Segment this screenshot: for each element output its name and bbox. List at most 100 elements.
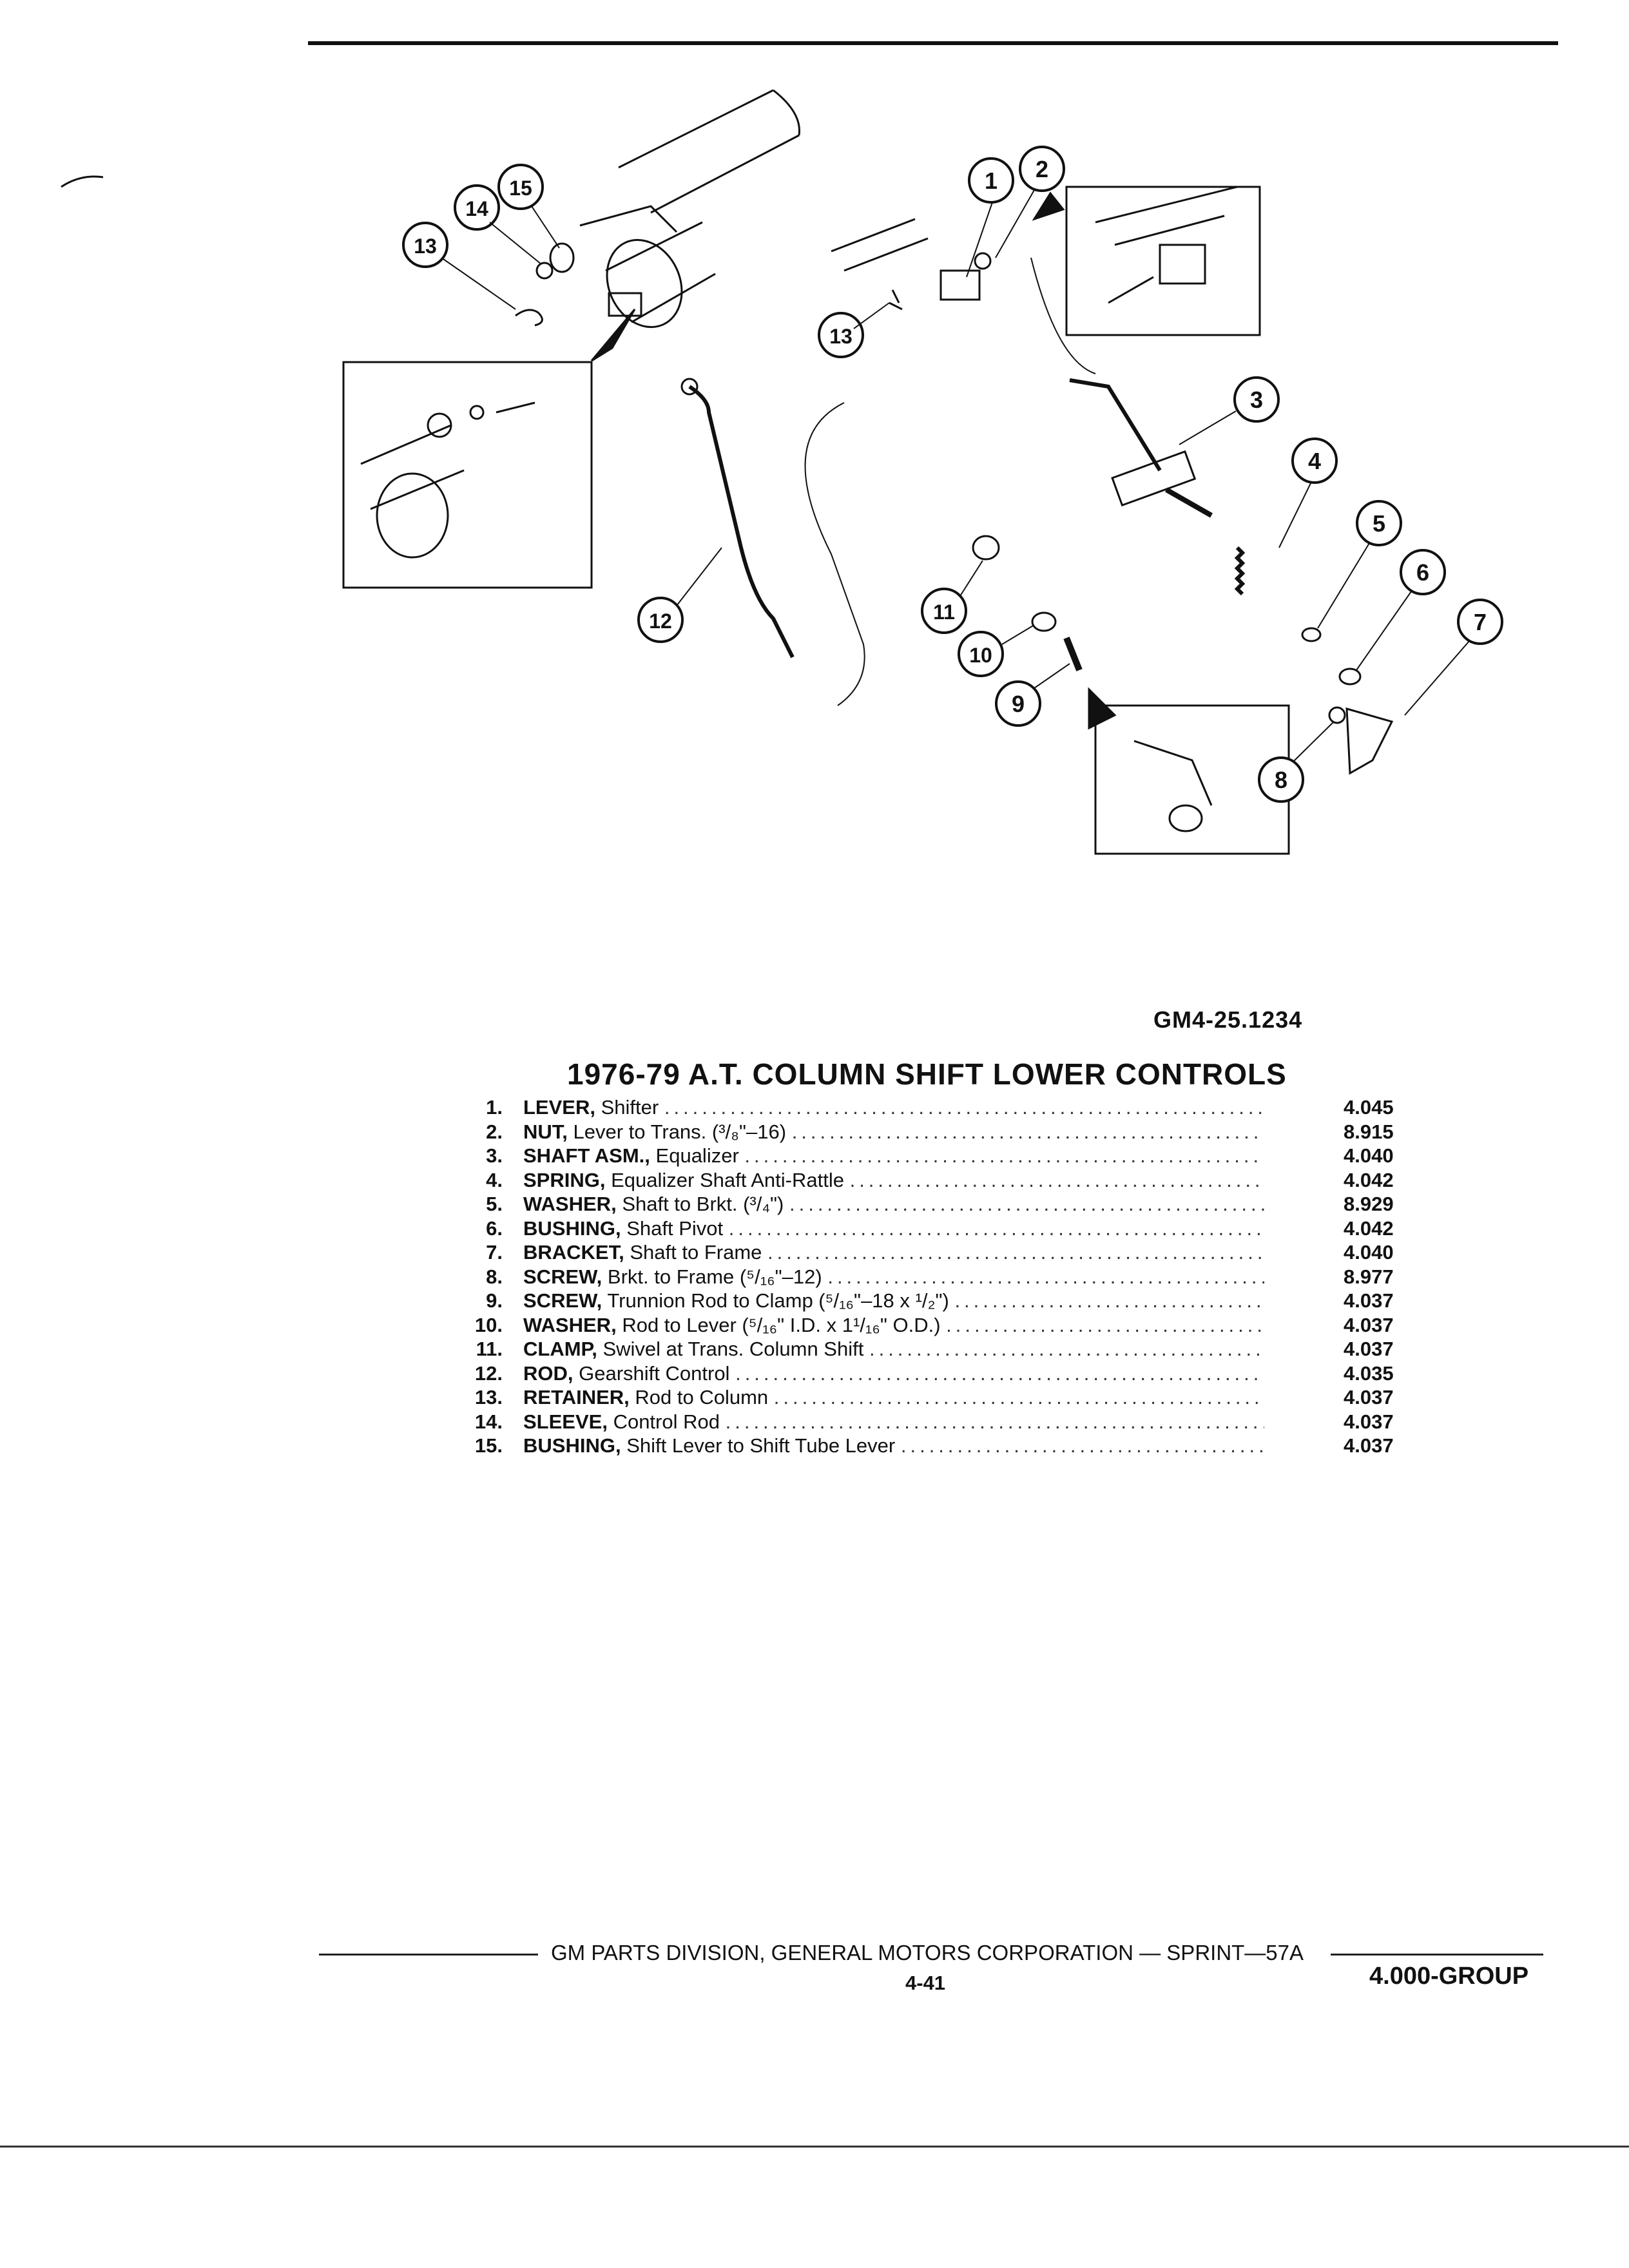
dot-leader: ........................................…: [664, 1096, 1264, 1119]
svg-text:9: 9: [1012, 691, 1025, 717]
dot-leader: ........................................…: [954, 1289, 1264, 1312]
parts-row: 15.BUSHING, Shift Lever to Shift Tube Le…: [451, 1434, 1418, 1458]
part-group-code: 4.045: [1344, 1096, 1394, 1119]
part-group-code: 8.915: [1344, 1120, 1394, 1143]
part-name: RETAINER,: [523, 1386, 630, 1408]
part-group-code: 4.037: [1344, 1289, 1394, 1312]
part-description: WASHER, Rod to Lever (⁵/₁₆" I.D. x 1¹/₁₆…: [523, 1313, 1264, 1338]
parts-row: 5. WASHER, Shaft to Brkt. (³/₄") ........…: [451, 1192, 1418, 1216]
part-name: WASHER,: [523, 1193, 617, 1215]
dot-leader: ........................................…: [728, 1216, 1264, 1240]
footer-text: GM PARTS DIVISION, GENERAL MOTORS CORPOR…: [551, 1941, 1304, 1965]
svg-text:5: 5: [1373, 510, 1385, 537]
part-detail: Control Rod: [613, 1410, 720, 1433]
parts-row: 6.BUSHING, Shaft Pivot .................…: [451, 1216, 1418, 1241]
margin-mark: [61, 175, 104, 188]
spring: [1234, 546, 1246, 596]
callout-12: 12: [637, 597, 684, 643]
callout-5: 5: [1356, 500, 1402, 546]
part-group-code: 4.042: [1344, 1168, 1394, 1191]
svg-text:11: 11: [933, 601, 955, 624]
parts-row: 2. NUT, Lever to Trans. (³/₈"–16) .......…: [451, 1120, 1418, 1144]
part-detail: Brkt. to Frame (⁵/₁₆"–12): [607, 1265, 822, 1288]
callout-15: 15: [497, 164, 544, 210]
part-number: 1.: [486, 1096, 503, 1119]
parts-row: 11.CLAMP, Swivel at Trans. Column Shift …: [451, 1337, 1418, 1361]
callout-1: 1: [968, 157, 1014, 204]
part-number: 13.: [474, 1386, 503, 1408]
page-title: 1976-79 A.T. COLUMN SHIFT LOWER CONTROLS: [567, 1057, 1287, 1091]
callout-9: 9: [995, 680, 1041, 727]
bracket: [1345, 707, 1394, 775]
svg-text:13: 13: [414, 235, 437, 258]
part-description: WASHER, Shaft to Brkt. (³/₄") ..........…: [523, 1192, 1264, 1216]
part-group-code: 8.977: [1344, 1265, 1394, 1288]
parts-list: 1. LEVER, Shifter .......................…: [451, 1095, 1418, 1458]
part-number: 2.: [486, 1120, 503, 1143]
svg-text:15: 15: [509, 177, 532, 200]
part-name: CLAMP,: [523, 1338, 597, 1360]
part-detail: Rod to Column: [635, 1386, 769, 1408]
part-group-code: 4.037: [1344, 1386, 1394, 1408]
parts-row: 10.WASHER, Rod to Lever (⁵/₁₆" I.D. x 1¹…: [451, 1313, 1418, 1338]
bushing: [1338, 668, 1362, 686]
part-detail: Shaft Pivot: [626, 1216, 724, 1240]
parts-row: 8. SCREW, Brkt. to Frame (⁵/₁₆"–12) .....…: [451, 1265, 1418, 1289]
dot-leader: ........................................…: [789, 1193, 1264, 1215]
parts-row: 4.SPRING, Equalizer Shaft Anti-Rattle ..…: [451, 1168, 1418, 1193]
part-name: SHAFT ASM.,: [523, 1144, 650, 1167]
part-description: LEVER, Shifter .........................…: [523, 1095, 1264, 1120]
part-group-code: 4.037: [1344, 1434, 1394, 1457]
part-description: BRACKET, Shaft to Frame ................…: [523, 1240, 1264, 1265]
part-number: 15.: [474, 1434, 503, 1457]
part-detail: Equalizer Shaft Anti-Rattle: [611, 1168, 844, 1191]
part-description: SCREW, Brkt. to Frame (⁵/₁₆"–12) .......…: [523, 1265, 1264, 1289]
parts-row: 1. LEVER, Shifter .......................…: [451, 1095, 1418, 1120]
shifter-lever-assembly: [831, 218, 992, 311]
svg-text:1: 1: [985, 168, 998, 194]
part-number: 8.: [486, 1265, 503, 1288]
dot-leader: ........................................…: [827, 1265, 1264, 1288]
footer-rule-right: [1331, 1954, 1543, 1956]
parts-row: 9.SCREW, Trunnion Rod to Clamp (⁵/₁₆"–18…: [451, 1289, 1418, 1313]
callout-3: 3: [1233, 376, 1280, 423]
svg-text:3: 3: [1250, 387, 1263, 413]
washer: [1301, 627, 1322, 642]
dot-leader: ........................................…: [900, 1434, 1264, 1457]
part-group-code: 4.040: [1344, 1144, 1394, 1167]
part-group-code: 4.042: [1344, 1216, 1394, 1240]
parts-row: 12.ROD, Gearshift Control ..............…: [451, 1361, 1418, 1386]
part-detail: Shaft to Brkt. (³/₄"): [622, 1193, 784, 1215]
dot-leader: ........................................…: [946, 1313, 1264, 1336]
callout-14: 14: [454, 184, 500, 231]
part-detail: Shaft to Frame: [630, 1241, 762, 1264]
exploded-parts-diagram: 1 2 3 4 5 6 7 8 9 10 11 12 13 13 14 15: [61, 89, 1503, 855]
part-name: SCREW,: [523, 1289, 602, 1312]
part-name: WASHER,: [523, 1313, 617, 1336]
dot-leader: ........................................…: [791, 1120, 1264, 1143]
bottom-rule: [0, 2146, 1629, 2148]
part-number: 14.: [474, 1410, 503, 1433]
part-description: CLAMP, Swivel at Trans. Column Shift ...…: [523, 1337, 1264, 1361]
part-number: 4.: [486, 1168, 503, 1191]
part-name: SLEEVE,: [523, 1410, 608, 1433]
svg-text:2: 2: [1036, 156, 1048, 182]
part-group-code: 4.037: [1344, 1410, 1394, 1433]
callout-11: 11: [921, 588, 967, 634]
part-number: 5.: [486, 1193, 503, 1215]
part-name: LEVER,: [523, 1096, 595, 1119]
part-detail: Gearshift Control: [579, 1361, 730, 1385]
footer-rule-left: [319, 1954, 538, 1956]
clamp: [972, 535, 1000, 561]
part-group-code: 4.040: [1344, 1241, 1394, 1264]
dot-leader: ........................................…: [767, 1241, 1264, 1264]
part-name: BUSHING,: [523, 1434, 621, 1457]
parts-row: 14.SLEEVE, Control Rod .................…: [451, 1410, 1418, 1434]
part-group-code: 8.929: [1344, 1193, 1394, 1215]
part-name: SPRING,: [523, 1168, 606, 1191]
callout-4: 4: [1291, 437, 1338, 484]
svg-text:6: 6: [1416, 559, 1429, 586]
part-description: NUT, Lever to Trans. (³/₈"–16) .........…: [523, 1120, 1264, 1144]
group-label: 4.000-GROUP: [1369, 1963, 1529, 1990]
part-description: SCREW, Trunnion Rod to Clamp (⁵/₁₆"–18 x…: [523, 1289, 1264, 1313]
